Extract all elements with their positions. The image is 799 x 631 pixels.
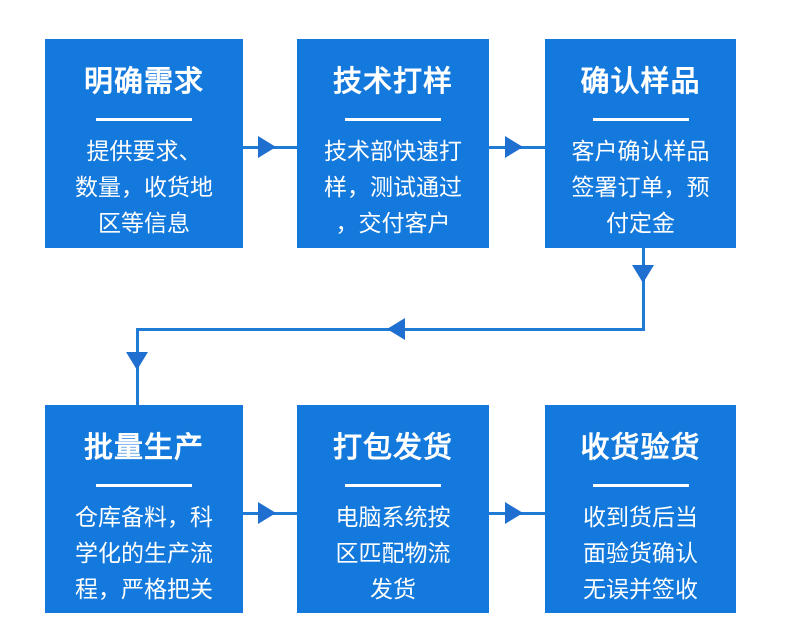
step-description-5: 电脑系统按 区匹配物流 发货 <box>335 504 451 602</box>
connector-2-to-3-arrowhead <box>505 136 523 158</box>
step-title-4: 批量生产 <box>83 432 204 464</box>
step-box-1[interactable]: 明确需求 提供要求、 数量，收货地 区等信息 <box>45 39 243 248</box>
connector-3-to-4-vertical-down <box>642 248 645 331</box>
step-divider-3 <box>592 118 689 121</box>
step-description-3: 客户确认样品 签署订单，预 付定金 <box>571 138 710 236</box>
step-box-2[interactable]: 技术打样 技术部快速打 样，测试通过 ，交付客户 <box>297 39 489 248</box>
step-title-2: 技术打样 <box>332 66 453 98</box>
connector-1-to-2-arrowhead <box>258 136 276 158</box>
step-description-6: 收到货后当 面验货确认 无误并签收 <box>583 504 698 602</box>
step-box-3[interactable]: 确认样品 客户确认样品 签署订单，预 付定金 <box>545 39 736 248</box>
step-divider-6 <box>592 484 689 487</box>
step-box-5[interactable]: 打包发货 电脑系统按 区匹配物流 发货 <box>297 405 489 613</box>
connector-5-to-6-arrowhead <box>505 502 523 524</box>
step-description-4: 仓库备料，科 学化的生产流 程，严格把关 <box>75 504 213 602</box>
step-divider-4 <box>96 484 192 487</box>
connector-3-to-4-arrowhead-down <box>632 265 654 283</box>
step-box-4[interactable]: 批量生产 仓库备料，科 学化的生产流 程，严格把关 <box>45 405 243 613</box>
connector-4-to-5-arrowhead <box>258 502 276 524</box>
step-description-2: 技术部快速打 样，测试通过 ，交付客户 <box>324 138 462 236</box>
step-divider-1 <box>96 118 192 121</box>
step-divider-2 <box>345 118 441 121</box>
step-title-5: 打包发货 <box>332 432 453 464</box>
step-title-1: 明确需求 <box>83 66 204 98</box>
connector-3-to-4-arrowhead-left <box>387 318 405 340</box>
connector-3-to-4-arrowhead-into-box4 <box>126 352 148 370</box>
step-title-6: 收货验货 <box>580 432 701 464</box>
step-title-3: 确认样品 <box>580 66 701 98</box>
step-divider-5 <box>345 484 441 487</box>
step-description-1: 提供要求、 数量，收货地 区等信息 <box>75 138 213 236</box>
step-box-6[interactable]: 收货验货 收到货后当 面验货确认 无误并签收 <box>545 405 736 613</box>
